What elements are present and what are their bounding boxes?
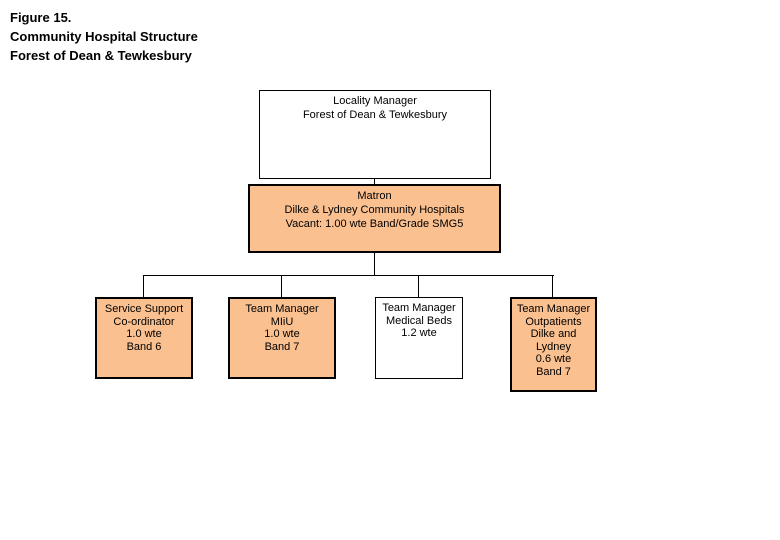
connector-drop-miiu — [281, 275, 282, 297]
node-text-line: 1.0 wte — [264, 328, 300, 340]
node-text-line: Team Manager — [382, 302, 456, 314]
node-text-line: Co-ordinator — [113, 315, 175, 328]
node-text-line: Locality Manager — [333, 95, 417, 107]
node-text-line: Forest of Dean & Tewkesbury — [302, 109, 448, 121]
figure-title: Figure 15. Community Hospital Structure … — [10, 8, 198, 65]
node-text-line: Team Manager — [245, 303, 319, 315]
node-text-line: 0.6 wte — [535, 353, 572, 365]
node-text-line: Medical Beds — [385, 314, 453, 327]
connector-locality-to-matron — [374, 178, 375, 184]
node-text-line: Dilke & Lydney Community Hospitals — [284, 204, 465, 216]
node-team-manager-medical-beds: Team Manager Medical Beds 1.2 wte — [375, 297, 463, 379]
node-text-line: Vacant: 1.00 wte Band/Grade SMG5 — [285, 218, 464, 230]
node-service-support-coordinator: Service Support Co-ordinator 1.0 wte Ban… — [95, 297, 193, 379]
node-text-line: Band 7 — [264, 340, 300, 353]
figure-title-line-3: Forest of Dean & Tewkesbury — [10, 48, 192, 63]
connector-drop-service-support — [143, 275, 144, 297]
figure-title-line-2: Community Hospital Structure — [10, 29, 198, 44]
node-text-line: Lydney — [535, 340, 572, 353]
figure-title-line-1: Figure 15. — [10, 10, 72, 25]
node-text-line: Dilke and — [530, 328, 577, 340]
node-text-line: 1.0 wte — [126, 328, 162, 340]
node-text-line: Outpatients — [525, 315, 582, 328]
node-text-line: Band 6 — [126, 340, 162, 353]
node-text-line: MIiU — [270, 315, 294, 328]
node-text-line: Team Manager — [516, 303, 591, 315]
node-text-line: 1.2 wte — [401, 327, 437, 339]
node-text-line: Band 7 — [536, 365, 571, 378]
node-team-manager-outpatients: Team Manager Outpatients Dilke and Lydne… — [510, 297, 597, 392]
node-team-manager-miiu: Team Manager MIiU 1.0 wte Band 7 — [228, 297, 336, 379]
node-locality-manager: Locality Manager Forest of Dean & Tewkes… — [259, 90, 491, 179]
node-matron: Matron Dilke & Lydney Community Hospital… — [248, 184, 501, 253]
connector-drop-outpatients — [552, 275, 553, 297]
connector-horizontal-bar — [143, 275, 554, 276]
node-text-line: Service Support — [104, 303, 184, 315]
node-text-line: Matron — [357, 190, 392, 202]
connector-drop-medical-beds — [418, 275, 419, 297]
connector-matron-stem — [374, 253, 375, 276]
